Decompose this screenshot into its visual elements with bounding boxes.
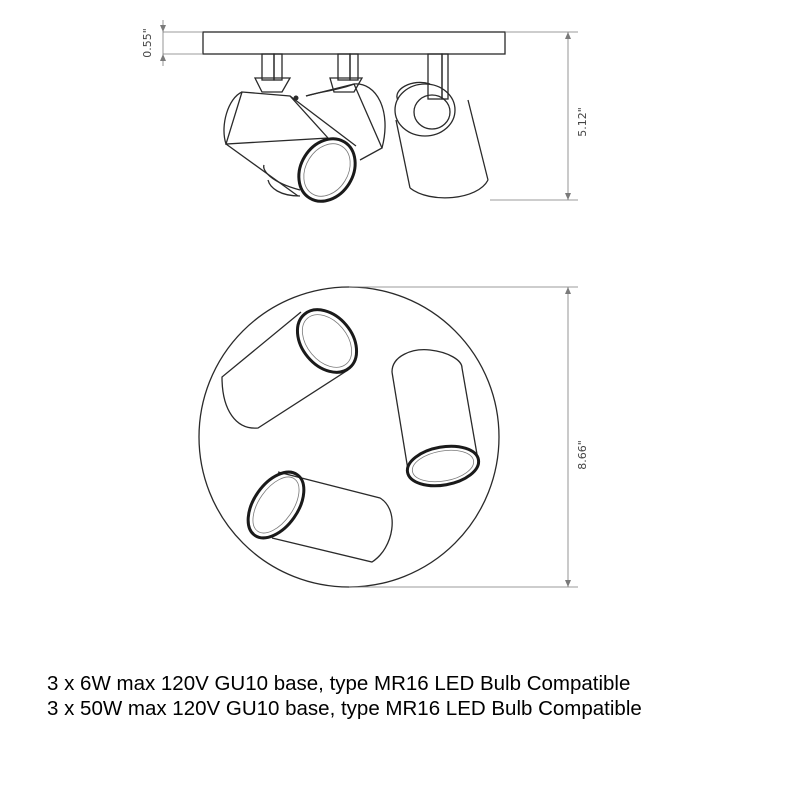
- height-label: 5.12": [576, 107, 589, 137]
- mounting-plate: [202, 31, 506, 55]
- base-thickness-label: 0.55": [141, 28, 154, 58]
- spec-note-6w: 3 x 6W max 120V GU10 base, type MR16 LED…: [47, 672, 631, 695]
- specification-notes: 3 x 6W max 120V GU10 base, type MR16 LED…: [47, 671, 642, 721]
- dimension-height: 5.12": [490, 31, 589, 201]
- spot-left-side: [223, 91, 357, 203]
- top-view: 8.66": [198, 286, 589, 588]
- spot-right-top: [391, 349, 481, 488]
- dimension-base-thickness: 0.55": [141, 20, 203, 66]
- technical-drawing: 0.55" 5.12": [141, 20, 589, 588]
- dimension-diameter: 8.66": [349, 286, 589, 588]
- spec-note-50w: 3 x 50W max 120V GU10 base, type MR16 LE…: [47, 697, 642, 720]
- mount-arms: [253, 53, 449, 100]
- spot-upper-left-top: [221, 308, 359, 429]
- canopy-circle: [198, 286, 500, 588]
- side-view: 0.55" 5.12": [141, 20, 589, 203]
- spot-right-side: [394, 81, 489, 199]
- diameter-label: 8.66": [576, 440, 589, 470]
- spot-lower-left-top: [246, 470, 393, 563]
- spot-middle-side: [305, 83, 386, 161]
